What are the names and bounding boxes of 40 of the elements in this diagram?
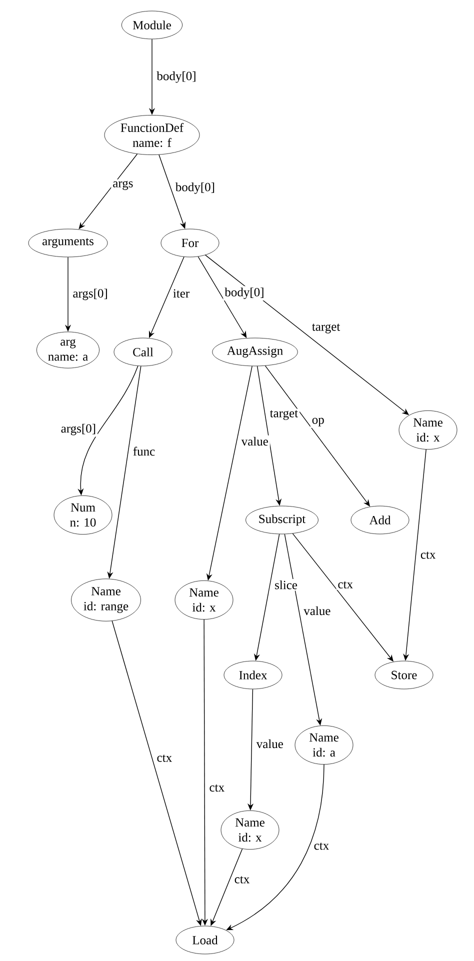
ast-node: Module bbox=[121, 10, 183, 40]
ast-node: Name id: x bbox=[174, 580, 234, 620]
ast-node: Name id: a bbox=[294, 725, 354, 765]
edge-label: value bbox=[302, 604, 332, 617]
edge-label: slice bbox=[273, 578, 299, 591]
ast-node: Name id: x bbox=[220, 810, 280, 850]
ast-node: Store bbox=[374, 660, 434, 690]
ast-node: Num n: 10 bbox=[54, 495, 112, 535]
ast-node: arguments bbox=[28, 228, 108, 258]
ast-node: Name id: range bbox=[71, 578, 141, 622]
edge-label: target bbox=[268, 408, 300, 422]
edge-label: args[0] bbox=[71, 287, 110, 302]
ast-node: FunctionDef name: f bbox=[104, 115, 200, 155]
edge-label: func bbox=[131, 445, 157, 458]
edge-label: op bbox=[310, 416, 326, 428]
edge-label: iter bbox=[171, 288, 192, 300]
edge-label: ctx bbox=[232, 874, 252, 885]
ast-node: Load bbox=[176, 926, 234, 954]
ast-node: Call bbox=[114, 338, 172, 366]
ast-node: Name id: x bbox=[398, 410, 458, 450]
edge-label: args bbox=[111, 179, 135, 192]
edge-label: ctx bbox=[208, 782, 226, 794]
ast-node: arg name: a bbox=[36, 332, 100, 368]
edge-label: body[0] bbox=[155, 70, 198, 84]
ast-node: Add bbox=[350, 506, 410, 534]
ast-node: AugAssign bbox=[212, 338, 298, 366]
edge-label: target bbox=[310, 322, 342, 335]
edge-label: value bbox=[240, 435, 270, 448]
arrow bbox=[158, 154, 186, 229]
ast-node: Index bbox=[224, 660, 282, 690]
edge-label: ctx bbox=[312, 841, 331, 852]
ast-node: For bbox=[160, 228, 220, 258]
edge-label: body[0] bbox=[174, 181, 216, 196]
edge-label: ctx bbox=[336, 580, 354, 590]
edge-label: ctx bbox=[155, 753, 174, 764]
ast-node: Subscript bbox=[246, 506, 318, 534]
edge-label: args[0] bbox=[59, 422, 98, 437]
edge-label: body[0] bbox=[223, 286, 266, 300]
edge-label: value bbox=[254, 738, 285, 750]
edge-label: ctx bbox=[418, 550, 438, 560]
